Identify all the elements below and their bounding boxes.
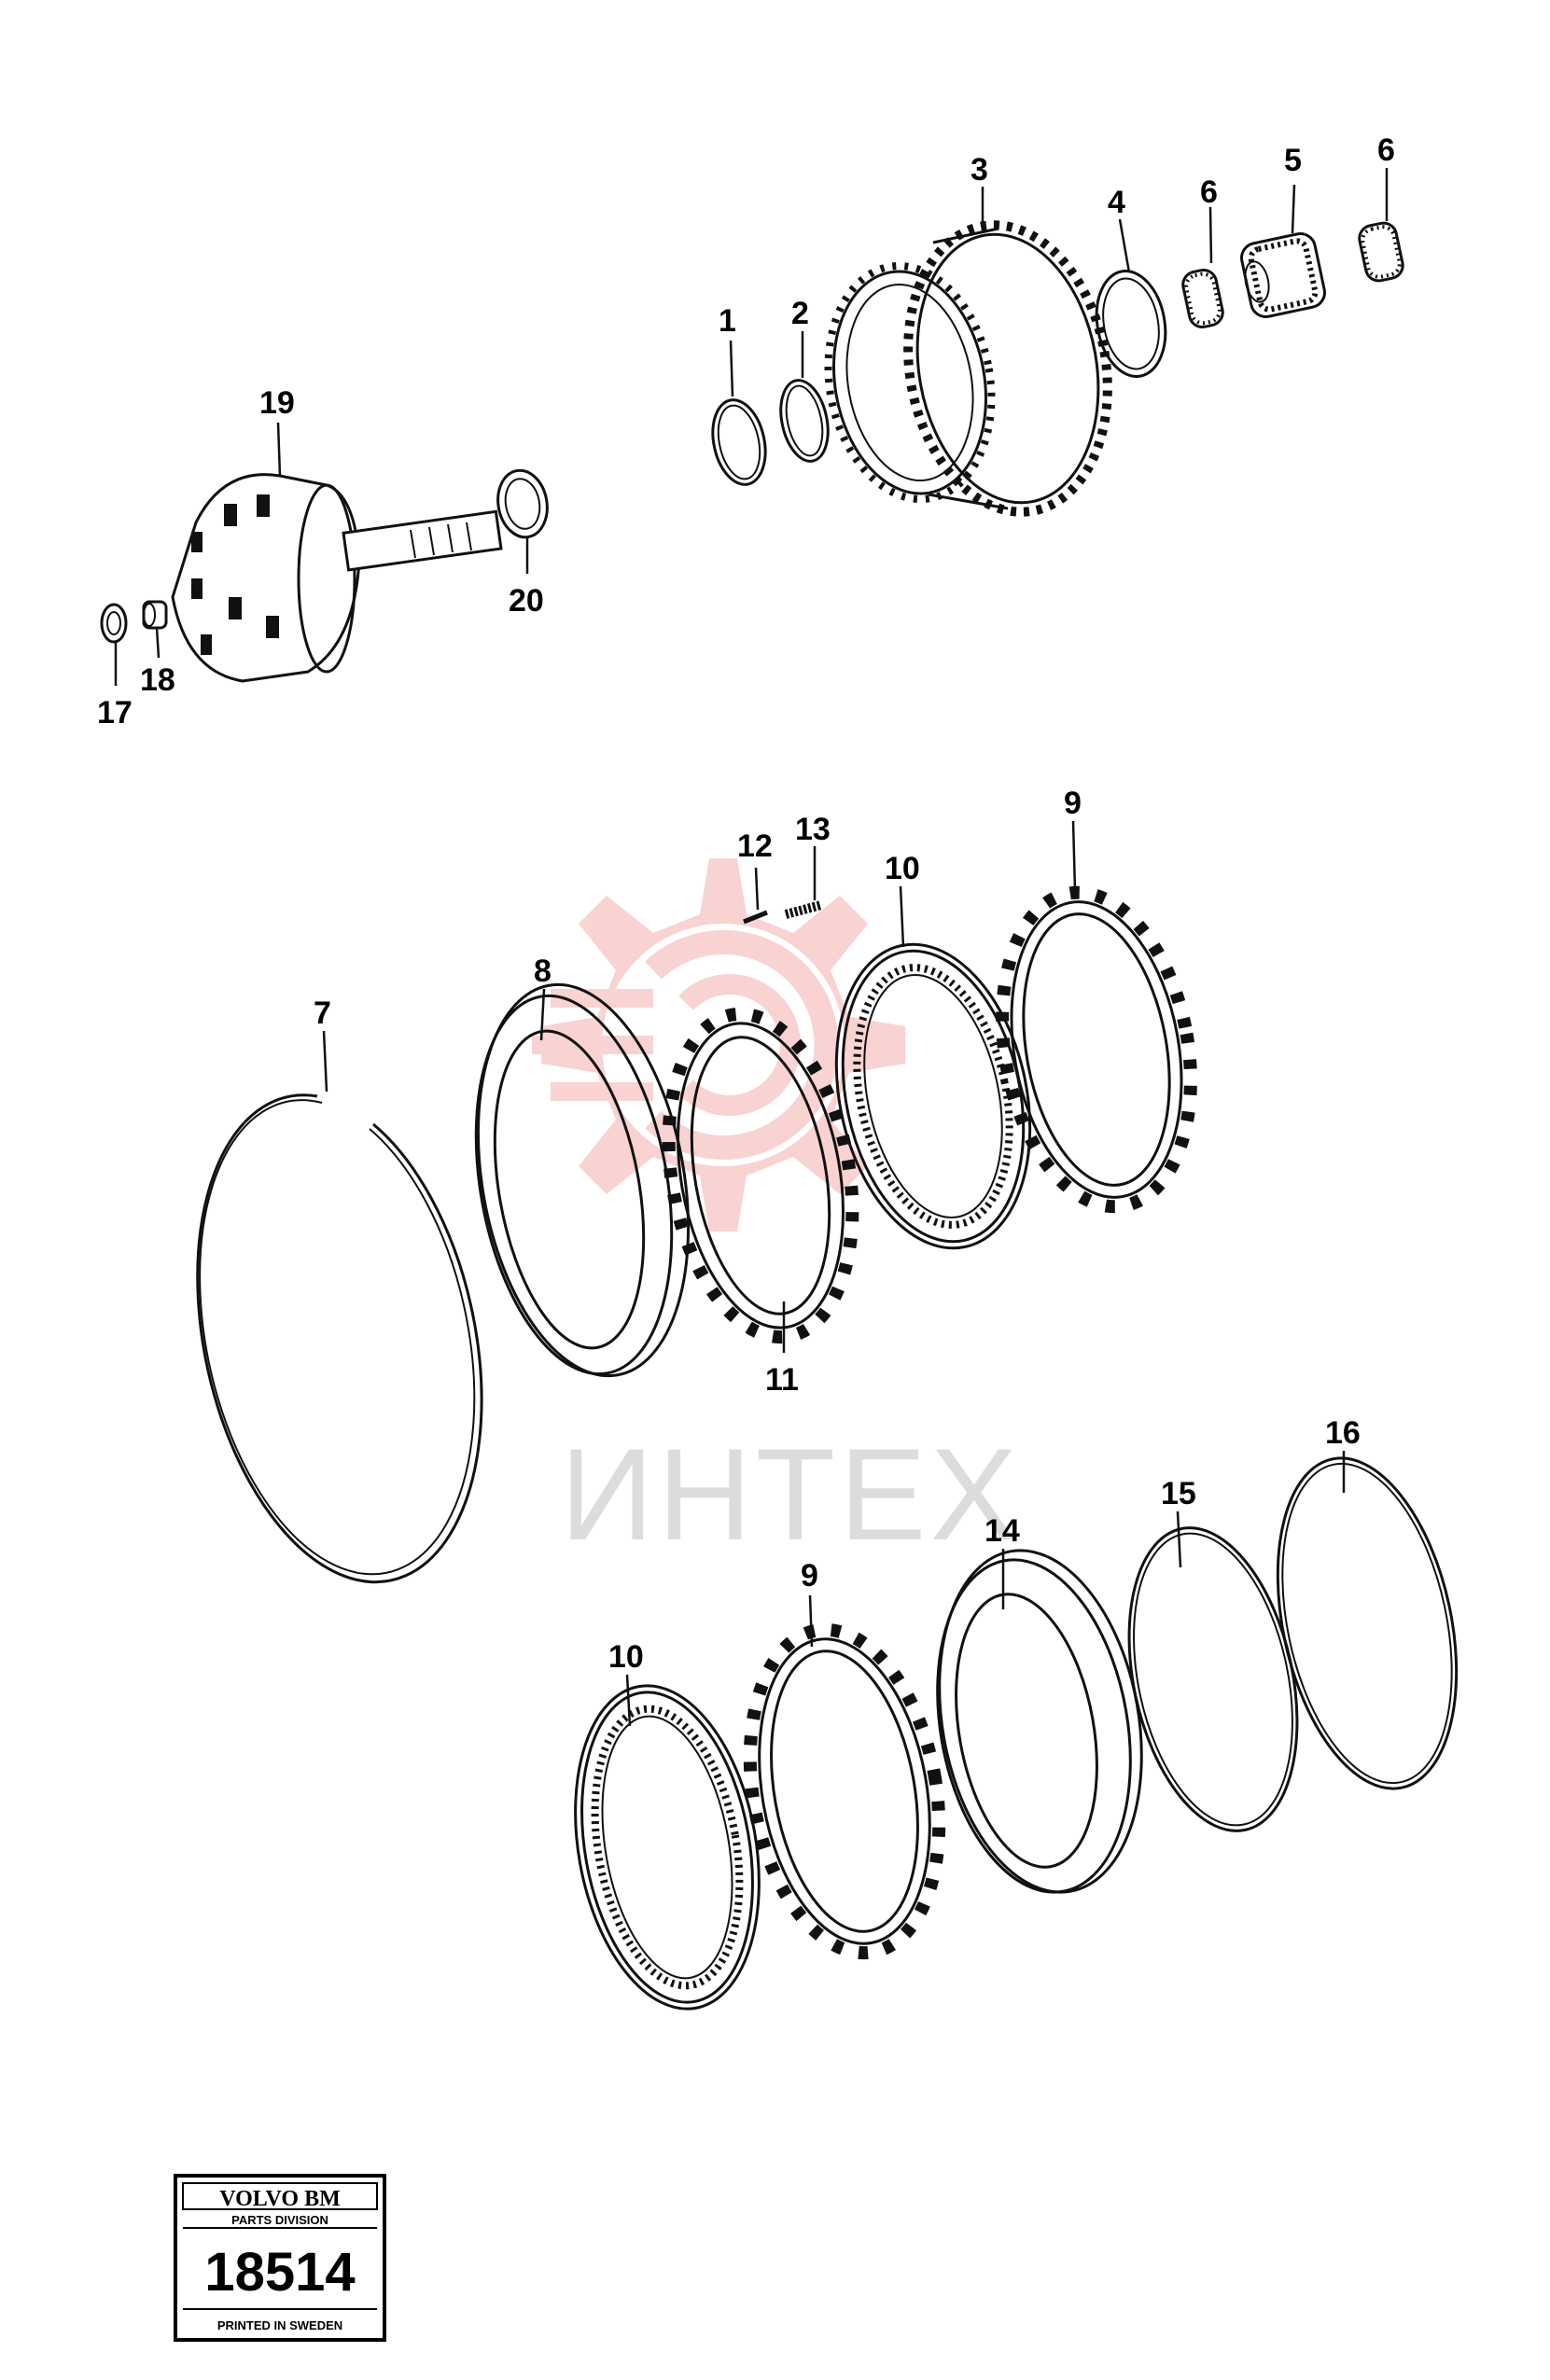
callout-11: 11 (765, 1362, 799, 1398)
callout-18: 18 (140, 662, 175, 698)
callout-19: 19 (259, 385, 295, 421)
part-3-clutch-drum-icon (824, 220, 1112, 517)
callout-6-left: 6 (1200, 174, 1218, 210)
part-15-seal-ring-icon (1127, 1526, 1299, 1832)
part-16-seal-ring-icon (1276, 1456, 1459, 1790)
callout-6-right: 6 (1377, 132, 1395, 168)
part-2-snap-ring-icon (779, 379, 830, 463)
callout-1: 1 (719, 303, 736, 339)
part-13-spring-icon (784, 900, 823, 919)
callout-13: 13 (795, 812, 831, 847)
callout-15: 15 (1161, 1476, 1196, 1511)
part-10-friction-disc-icon (834, 942, 1032, 1250)
part-20-thrust-washer-icon (496, 468, 549, 539)
part-12-pin-icon (743, 910, 768, 925)
part-9-steel-disc-icon (743, 1622, 946, 1960)
callout-20: 20 (509, 583, 544, 619)
callout-10-middle: 10 (885, 851, 920, 886)
callout-17: 17 (97, 695, 133, 731)
part-18-bushing-icon (142, 600, 168, 630)
part-6-needle-bearing-icon (1181, 269, 1224, 328)
stamp-brand: VOLVO BM (219, 2187, 341, 2211)
callout-16: 16 (1325, 1415, 1361, 1451)
part-4-thrust-washer-icon (1095, 270, 1167, 378)
stamp-printed: PRINTED IN SWEDEN (217, 2318, 342, 2332)
leader-lines (114, 168, 1389, 1727)
part-14-piston-icon (936, 1549, 1143, 1894)
callout-9-bottom: 9 (801, 1558, 818, 1594)
callout-3: 3 (970, 152, 988, 188)
callout-4: 4 (1108, 185, 1125, 220)
part-1-snap-ring-icon (711, 398, 767, 486)
part-5-gear-hub-icon (1240, 232, 1326, 318)
stamp-division: PARTS DIVISION (231, 2213, 328, 2227)
callout-10-bottom: 10 (608, 1639, 644, 1675)
part-7-retaining-ring-icon (196, 1093, 483, 1584)
callout-14: 14 (984, 1513, 1020, 1549)
part-19-clutch-hub-shaft-icon (171, 473, 503, 683)
callout-2: 2 (791, 296, 809, 331)
callout-7: 7 (314, 995, 331, 1031)
callout-9-middle: 9 (1064, 786, 1082, 821)
part-17-washer-icon (100, 603, 128, 644)
stamp-number: 18514 (204, 2242, 355, 2303)
part-9-steel-disc-icon (996, 885, 1197, 1214)
part-6-needle-bearing-icon (1358, 221, 1404, 283)
watermark-text: ИНТЕХ (560, 1421, 1021, 1567)
callout-5: 5 (1284, 143, 1302, 178)
callout-8: 8 (534, 953, 552, 989)
volvo-bm-stamp: VOLVO BM PARTS DIVISION 18514 PRINTED IN… (174, 2174, 386, 2342)
callout-12: 12 (737, 828, 773, 864)
part-10-friction-disc-icon (574, 1684, 761, 2011)
watermark-gear-icon (532, 858, 905, 1232)
